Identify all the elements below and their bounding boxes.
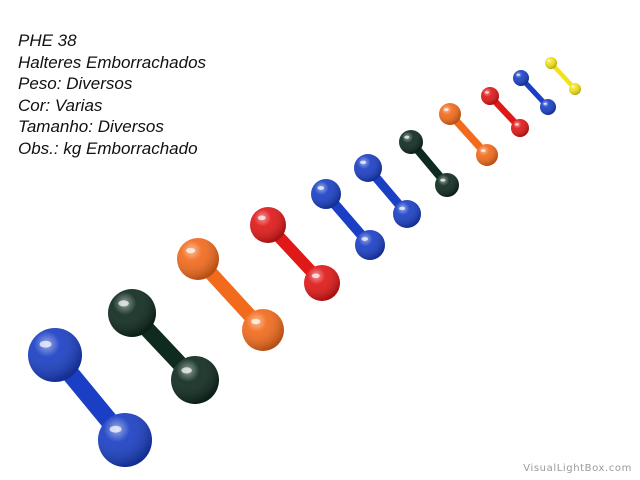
product-color: Cor: Varias — [18, 95, 103, 115]
dumbbell — [177, 238, 284, 351]
product-note: Obs.: kg Emborrachado — [18, 138, 198, 158]
dumbbell — [28, 328, 152, 467]
dumbbell — [439, 103, 498, 166]
watermark: VisualLightBox.com — [523, 463, 632, 474]
product-size: Tamanho: Diversos — [18, 117, 164, 136]
product-description: PHE 38 Halteres Emborrachados Peso: Dive… — [18, 30, 206, 159]
dumbbell — [481, 87, 529, 137]
product-weight: Peso: Diversos — [18, 74, 133, 93]
dumbbell — [513, 70, 556, 115]
dumbbell — [545, 57, 581, 95]
dumbbell — [399, 130, 459, 197]
product-name: Halteres Emborrachados — [18, 52, 207, 72]
product-code: PHE 38 — [18, 31, 77, 50]
dumbbell — [311, 179, 385, 260]
dumbbell — [354, 154, 421, 228]
dumbbell — [250, 207, 340, 301]
dumbbell — [108, 289, 219, 404]
